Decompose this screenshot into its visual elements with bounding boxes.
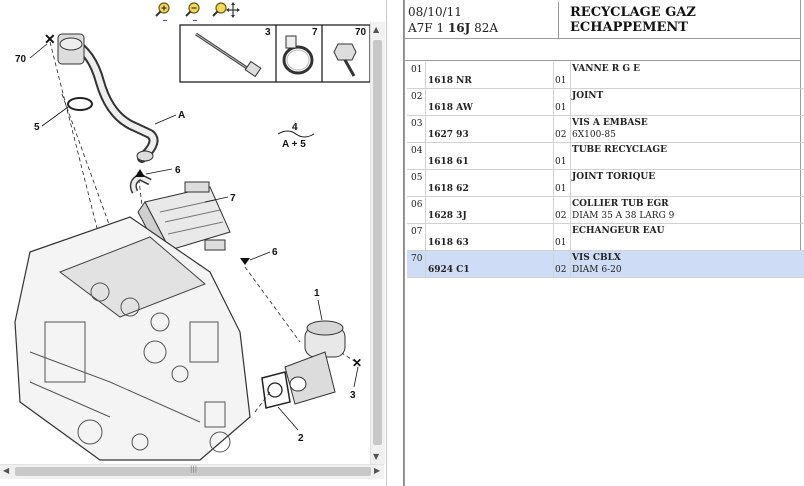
- part-quantity: 01: [555, 76, 567, 86]
- part-quantity: 02: [555, 211, 567, 221]
- pane-splitter[interactable]: [386, 0, 404, 486]
- header-spacer: [404, 38, 800, 61]
- part-quantity: 02: [555, 265, 567, 275]
- part-number: 01: [411, 65, 423, 75]
- inset-parts-box: 3 7 70: [179, 24, 371, 83]
- gasket-part: [261, 371, 291, 409]
- clamp-part-icon: [282, 35, 314, 75]
- part-description: VIS CBLX: [572, 253, 621, 263]
- part-quantity: 01: [555, 157, 567, 167]
- part-description: JOINT: [572, 91, 604, 101]
- page-title: RECYCLAGE GAZ ECHAPPEMENT: [570, 5, 696, 35]
- part-number: 07: [411, 227, 423, 237]
- egr-pipe-part: [57, 33, 159, 163]
- part-number: 05: [411, 173, 423, 183]
- callout-70[interactable]: 70: [15, 54, 27, 65]
- part-reference[interactable]: 1618 63: [428, 238, 469, 248]
- part-quantity: 02: [555, 130, 567, 140]
- table-row[interactable]: 70 6924 C1 02 VIS CBLX DIAM 6-20: [407, 251, 804, 278]
- table-row[interactable]: 04 1618 61 01 TUBE RECYCLAGE: [407, 143, 804, 170]
- scroll-grip-icon: |||: [190, 465, 198, 473]
- inset-label-7: 7: [312, 27, 318, 38]
- scroll-down-icon[interactable]: ▼: [373, 452, 380, 461]
- part-quantity: 01: [555, 238, 567, 248]
- part-detail: 6X100-85: [572, 130, 616, 140]
- magnifier-minus-icon: [185, 2, 200, 17]
- table-row[interactable]: 01 1618 NR 01 VANNE R G E: [407, 62, 804, 89]
- horizontal-scroll-thumb[interactable]: [15, 467, 371, 476]
- scroll-up-icon[interactable]: ▲: [373, 25, 380, 34]
- part-description: VANNE R G E: [572, 64, 641, 74]
- screw-part-icon: [333, 43, 357, 77]
- inset-label-3: 3: [265, 27, 271, 38]
- exploded-parts-diagram[interactable]: 3 7 70 4 A + 5: [0, 22, 371, 462]
- catalog-date: 08/10/11: [408, 5, 462, 19]
- egr-valve-part: [284, 320, 346, 405]
- table-row[interactable]: 05 1618 62 01 JOINT TORIQUE: [407, 170, 804, 197]
- diagram-pane: 3 7 70 4 A + 5: [0, 0, 386, 486]
- note-top: 4: [292, 122, 298, 133]
- note-bottom: A + 5: [282, 139, 306, 150]
- part-description: ECHANGEUR EAU: [572, 226, 665, 236]
- part-reference[interactable]: 1618 62: [428, 184, 469, 194]
- part-number: 04: [411, 146, 423, 156]
- callout-1[interactable]: 1: [314, 288, 320, 299]
- callout-2[interactable]: 2: [298, 433, 304, 444]
- table-row[interactable]: 02 1618 AW 01 JOINT: [407, 89, 804, 116]
- scroll-left-icon[interactable]: ◀: [3, 466, 10, 475]
- callout-6-right[interactable]: 6: [272, 247, 278, 258]
- vertical-scrollbar[interactable]: ▲ ▼: [370, 22, 385, 464]
- table-row[interactable]: 06 1628 3J 02 COLLIER TUB EGR DIAM 35 A 38 L…: [407, 197, 804, 224]
- part-detail: DIAM 35 A 38 LARG 9: [572, 211, 675, 221]
- zoom-out-button[interactable]: [184, 2, 206, 21]
- svg-text:✕: ✕: [352, 356, 362, 370]
- table-row[interactable]: 07 1618 63 01 ECHANGEUR EAU: [407, 224, 804, 251]
- magnifier-plus-icon: [155, 2, 170, 17]
- callout-5[interactable]: 5: [34, 122, 40, 133]
- callout-7[interactable]: 7: [230, 193, 236, 204]
- part-number: 06: [411, 200, 423, 210]
- part-description: TUBE RECYCLAGE: [572, 145, 667, 155]
- engine-block-part: [14, 216, 251, 461]
- horizontal-scrollbar[interactable]: ◀ ||| ▶: [0, 464, 384, 479]
- inset-label-70: 70: [355, 27, 367, 38]
- part-number: 02: [411, 92, 423, 102]
- svg-text:✕: ✕: [44, 31, 56, 47]
- part-quantity: 01: [555, 103, 567, 113]
- parts-header: 08/10/11 A7F 1 16J 82A RECYCLAGE GAZ ECH…: [404, 2, 800, 39]
- zoom-in-button[interactable]: [154, 2, 176, 21]
- part-reference[interactable]: 1628 3J: [428, 211, 467, 221]
- part-reference[interactable]: 1618 61: [428, 157, 469, 167]
- part-quantity: 01: [555, 184, 567, 194]
- pan-button[interactable]: [212, 2, 240, 18]
- table-row[interactable]: 03 1627 93 02 VIS A EMBASE 6X100-85: [407, 116, 804, 143]
- vertical-scroll-thumb[interactable]: [373, 40, 382, 445]
- part-description: JOINT TORIQUE: [572, 172, 656, 182]
- part-reference[interactable]: 1627 93: [428, 130, 469, 140]
- part-description: COLLIER TUB EGR: [572, 199, 669, 209]
- part-number: 03: [411, 119, 423, 129]
- part-reference[interactable]: 1618 NR: [428, 76, 472, 86]
- egr-diagram-drawing: 3 7 70 4 A + 5: [14, 24, 371, 461]
- parts-panel: 08/10/11 A7F 1 16J 82A RECYCLAGE GAZ ECH…: [404, 0, 804, 486]
- callout-A[interactable]: A: [178, 110, 185, 121]
- part-number: 70: [411, 254, 423, 264]
- part-detail: DIAM 6-20: [572, 265, 622, 275]
- zoom-toolbar: [0, 0, 386, 22]
- part-reference[interactable]: 1618 AW: [428, 103, 473, 113]
- part-description: VIS A EMBASE: [572, 118, 648, 128]
- callout-3[interactable]: 3: [350, 390, 356, 401]
- part-reference[interactable]: 6924 C1: [428, 265, 470, 275]
- magnifier-move-icon: [212, 2, 240, 18]
- scroll-right-icon[interactable]: ▶: [374, 466, 381, 475]
- oring-part: [67, 97, 93, 111]
- vehicle-model: A7F 1 16J 82A: [408, 21, 499, 35]
- bolt-part-icon: [195, 32, 262, 78]
- callout-6-top[interactable]: 6: [175, 165, 181, 176]
